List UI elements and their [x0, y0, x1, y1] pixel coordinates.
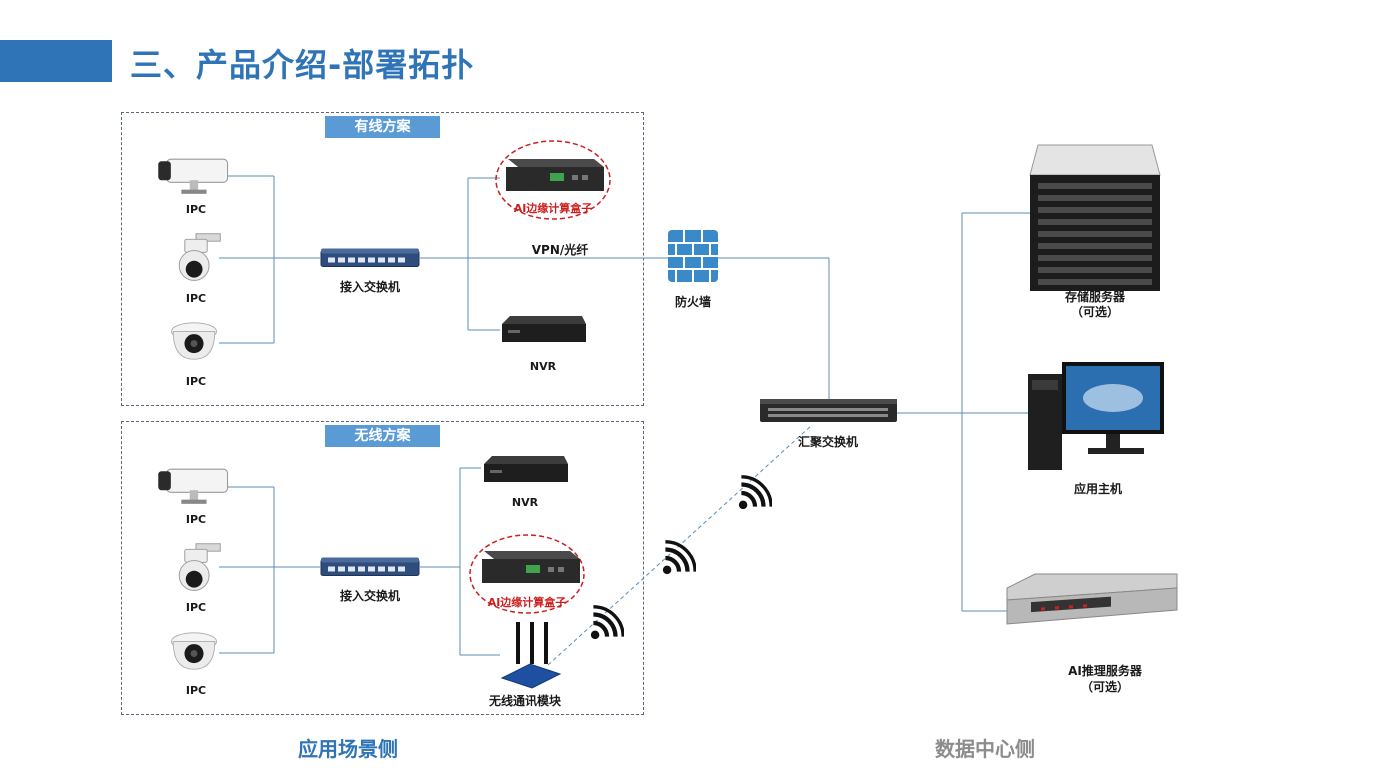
wireless-scheme-tag: 无线方案 — [325, 425, 440, 447]
wireless-module-label: 无线通讯模块 — [488, 694, 561, 708]
page-title: 三、产品介绍-部署拓扑 — [130, 46, 475, 84]
wired-ipc-label-2: IPC — [185, 292, 207, 305]
wireless-ipc-label-2: IPC — [185, 601, 207, 614]
datacenter-side-label: 数据中心侧 — [935, 737, 1035, 761]
wireless-ipc-label-3: IPC — [185, 684, 207, 697]
title-accent-bar — [0, 40, 112, 82]
scene-side-label: 应用场景侧 — [298, 737, 398, 761]
app-host-label: 应用主机 — [1073, 482, 1122, 496]
wired-ipc-label-1: IPC — [185, 203, 207, 216]
wireless-ipc-label-1: IPC — [185, 513, 207, 526]
wired-ipc-label-3: IPC — [185, 375, 207, 388]
wired-scheme-frame — [121, 112, 644, 406]
ai-server-label: AI推理服务器 — [1068, 664, 1142, 678]
aggregation-switch-label: 汇聚交换机 — [797, 435, 858, 449]
wired-nvr-label: NVR — [529, 360, 557, 373]
wired-ai-box-label: AI边缘计算盒子 — [513, 202, 593, 215]
vpn-label: VPN/光纤 — [531, 243, 589, 257]
wireless-access-switch-label: 接入交换机 — [339, 589, 400, 603]
storage-server-label: 存储服务器 — [1064, 290, 1125, 304]
wired-scheme-tag: 有线方案 — [325, 116, 440, 138]
ai-server-optional: （可选） — [1080, 680, 1129, 694]
wired-access-switch-label: 接入交换机 — [339, 280, 400, 294]
wireless-nvr-label: NVR — [511, 496, 539, 509]
storage-server-optional: （可选） — [1070, 305, 1119, 319]
wireless-scheme-frame — [121, 421, 644, 715]
firewall-label: 防火墙 — [674, 295, 711, 309]
wireless-ai-box-label: AI边缘计算盒子 — [487, 596, 567, 609]
